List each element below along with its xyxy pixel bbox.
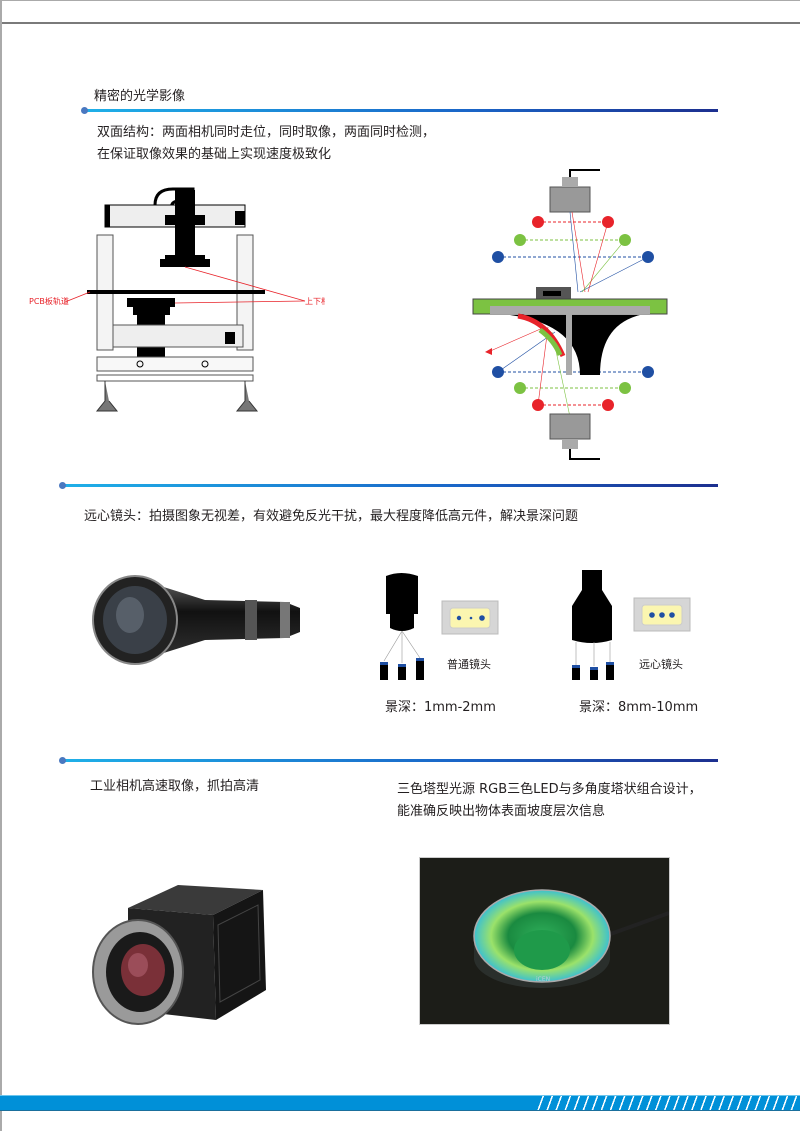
normal-lens-diagram [380,573,499,680]
ring-light-icon: iCEN [473,889,669,988]
rgb-light-path-diagram [472,169,668,460]
double-side-desc-line2: 在保证取像效果的基础上实现速度极致化 [97,147,332,162]
page-border-top [0,0,800,1]
normal-lens-dof: 景深：1mm-2mm [385,700,496,715]
dual-camera-machine-diagram: PCB板轨道 上下相机 [29,187,325,412]
telecentric-lens-dof: 景深：8mm-10mm [579,700,699,715]
telecentric-lens-desc: 远心镜头：拍摄图象无视差，有效避免反光干扰，最大程度降低高元件，解决景深问题 [84,509,579,524]
footer-stripes [535,1096,800,1110]
section-divider [59,482,718,489]
section-heading-optics: 精密的光学影像 [94,89,186,104]
section-divider [59,757,718,764]
light-source-desc-line1: 三色塔型光源 RGB三色LED与多角度塔状组合设计， [397,782,702,797]
header-rule [0,22,800,24]
telecentric-lens-photo [92,575,300,665]
page-border-left [0,0,2,1131]
light-source-desc-line2: 能准确反映出物体表面坡度层次信息 [397,804,606,819]
footer-bar [0,1095,800,1111]
industrial-camera-photo [92,885,266,1025]
pcb-rail-label: PCB板轨道 [29,296,69,306]
camera-label: 上下相机 [305,296,325,306]
industrial-camera-desc: 工业相机高速取像，抓拍高清 [90,779,260,794]
telecentric-lens-label: 远心镜头 [639,658,683,671]
divider-dot-icon [59,482,66,489]
divider-dot-icon [59,757,66,764]
section-divider [81,107,718,114]
light-brand-label: iCEN [536,976,550,983]
divider-dot-icon [81,107,88,114]
normal-lens-label: 普通镜头 [447,658,491,671]
telecentric-lens-diagram [572,570,691,680]
tower-light-source-photo: iCEN [419,857,670,1025]
double-side-desc-line1: 双面结构：两面相机同时走位，同时取像，两面同时检测， [97,125,436,140]
